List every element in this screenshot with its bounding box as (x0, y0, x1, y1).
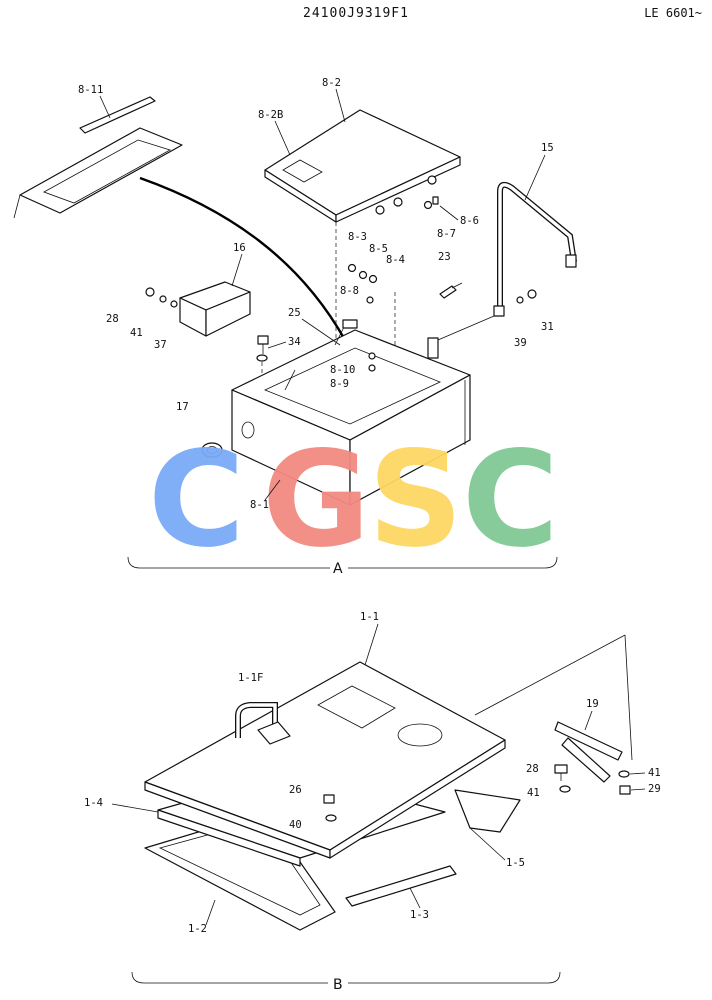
label-15: 15 (541, 142, 554, 154)
cover-plate-part (264, 109, 461, 216)
label-26: 26 (289, 784, 302, 796)
label-23: 23 (438, 251, 451, 263)
serial-range: LE 6601~ (644, 6, 702, 20)
document-number: 24100J9319F1 (303, 6, 409, 21)
console-panel-part (19, 127, 183, 214)
label-1-1f: 1-1F (238, 672, 263, 684)
label-1-1: 1-1 (360, 611, 379, 623)
label-8-5: 8-5 (369, 243, 388, 255)
label-16: 16 (233, 242, 246, 254)
cover-label-part (282, 159, 323, 183)
strip-part (345, 865, 457, 907)
label-34: 34 (288, 336, 301, 348)
label-8-2: 8-2 (322, 77, 341, 89)
label-1-4: 1-4 (84, 797, 103, 809)
label-25: 25 (288, 307, 301, 319)
section-a-assembly (13, 96, 577, 569)
label-8-10: 8-10 (330, 364, 355, 376)
label-29: 29 (648, 783, 661, 795)
label-8-4: 8-4 (386, 254, 405, 266)
section-b-labels: 1-1 1-1F 19 28 41 41 29 26 40 1-4 1-5 1-… (84, 611, 661, 993)
section-a-labels: 8-11 8-2 8-2B 15 8-6 8-7 8-3 8-5 8-4 23 … (78, 77, 554, 577)
label-8-3: 8-3 (348, 231, 367, 243)
label-8-6: 8-6 (460, 215, 479, 227)
label-19: 19 (586, 698, 599, 710)
label-41-a: 41 (130, 327, 143, 339)
label-8-11: 8-11 (78, 84, 103, 96)
section-b-assembly (131, 634, 633, 984)
label-39: 39 (514, 337, 527, 349)
section-a-letter: A (333, 561, 343, 577)
cgsc-watermark: C G S C (148, 423, 559, 577)
label-1-3: 1-3 (410, 909, 429, 921)
label-41-b: 41 (527, 787, 540, 799)
label-8-2b: 8-2B (258, 109, 283, 121)
label-8-9: 8-9 (330, 378, 349, 390)
watermark-letter-4: C (462, 423, 559, 577)
link-arm-part (554, 721, 623, 761)
leader-lines (99, 88, 646, 926)
watermark-letter-1: C (148, 423, 245, 577)
label-28-b: 28 (526, 763, 539, 775)
label-1-2: 1-2 (188, 923, 207, 935)
label-8-8: 8-8 (340, 285, 359, 297)
label-8-7: 8-7 (437, 228, 456, 240)
label-17: 17 (176, 401, 189, 413)
handle-bar-part (497, 181, 577, 310)
label-8-1: 8-1 (250, 499, 269, 511)
label-41-c: 41 (648, 767, 661, 779)
label-40: 40 (289, 819, 302, 831)
label-28-a: 28 (106, 313, 119, 325)
watermark-letter-3: S (368, 423, 463, 577)
cable-part (139, 176, 347, 341)
label-37: 37 (154, 339, 167, 351)
section-b-letter: B (333, 977, 343, 993)
pad-part (454, 789, 521, 833)
trim-strip-part (79, 96, 156, 134)
watermark-letter-2: G (262, 423, 370, 577)
label-31: 31 (541, 321, 554, 333)
label-1-5: 1-5 (506, 857, 525, 869)
